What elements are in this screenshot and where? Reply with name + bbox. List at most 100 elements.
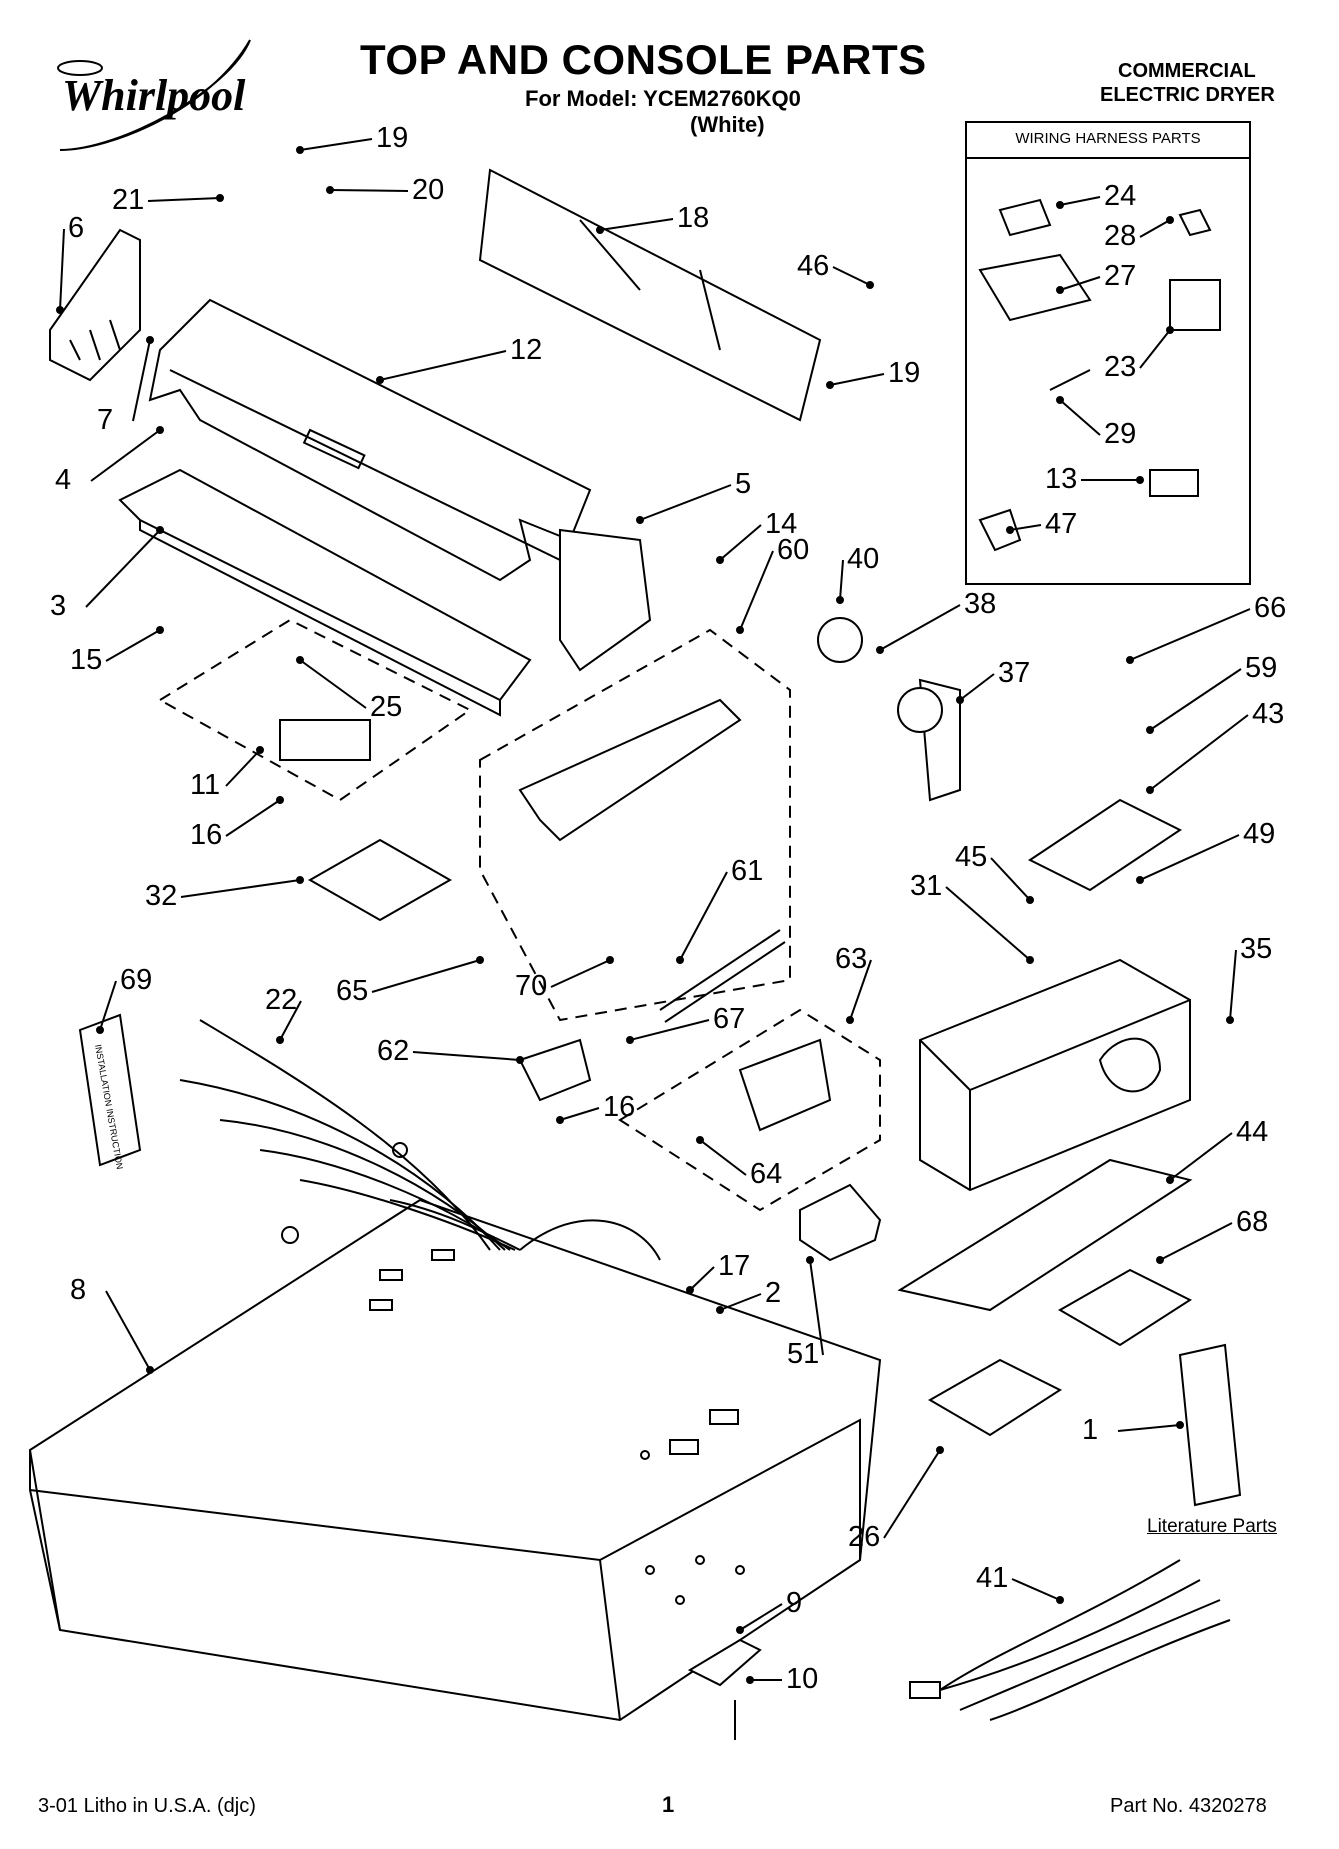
housing-31 [919,958,1191,1192]
callout-c7: 7 [97,404,114,436]
switch-37-coil [897,687,943,733]
print-info: 3-01 Litho in U.S.A. (djc) [38,1795,256,1817]
arrowhead-c68 [1156,1256,1164,1264]
callout-c35: 35 [1240,933,1273,965]
wiring-harness-22 [179,1019,661,1261]
leader-c65 [371,959,481,993]
callout-c3: 3 [50,590,67,622]
callout-c20: 20 [412,174,445,206]
model-color: (White) [690,112,765,137]
arrowhead-c1 [1176,1421,1184,1429]
dashed-box-60 [479,628,791,1022]
leader-c7 [132,339,151,422]
leader-c24 [1059,196,1101,206]
plate-44 [897,1158,1193,1312]
arrowhead-c12 [376,376,384,384]
literature-1 [1178,1343,1242,1507]
arrowhead-c6 [56,306,64,314]
housing-31-face [919,999,1191,1190]
arrowhead-c8 [146,1366,154,1374]
bracket-detail [579,219,721,351]
inset-title: WIRING HARNESS PARTS [1015,130,1201,147]
leader-c45 [990,857,1031,901]
leader-c38 [879,604,961,651]
callout-c17: 17 [718,1250,751,1282]
pcb-board [279,719,371,761]
callout-c46: 46 [797,250,830,282]
top-panel-holes [369,1249,745,1605]
arrowhead-c29 [1056,396,1064,404]
leader-c35 [1229,949,1237,1021]
leader-c49 [1139,834,1240,881]
arrowhead-c24 [1056,201,1064,209]
arrowhead-c20 [326,186,334,194]
leader-c16a [225,799,281,837]
arrowhead-c26 [936,1446,944,1454]
callout-c28: 28 [1104,220,1137,252]
callout-c15: 15 [70,644,103,676]
leader-c26 [883,1449,941,1539]
leader-c43 [1149,714,1249,791]
wiring-harness-41 [909,1559,1231,1721]
arrowhead-c51 [806,1256,814,1264]
page-number: 1 [662,1792,675,1817]
arrowhead-c5 [636,516,644,524]
callout-c62: 62 [377,1035,410,1067]
bracket-43 [1028,798,1182,892]
rod-61 [659,929,786,1023]
arrowhead-c61 [676,956,684,964]
callout-c61: 61 [731,855,764,887]
leader-c64 [699,1139,747,1176]
arrowhead-c44 [1166,1176,1174,1184]
leader-c63 [849,959,872,1021]
callout-c66: 66 [1254,592,1287,624]
callout-c24: 24 [1104,180,1137,212]
leader-c32 [180,879,301,898]
leader-c61 [679,871,728,961]
leader-c2 [719,1293,762,1311]
arrowhead-c7 [146,336,154,344]
callout-c38: 38 [964,588,997,620]
installation-booklet [78,1013,142,1167]
callout-c47: 47 [1045,508,1078,540]
leader-c9 [739,1603,783,1631]
leader-c12 [379,350,507,381]
leader-c67 [629,1019,710,1041]
console-display-window [302,428,366,470]
leader-c11 [225,749,261,787]
leader-c17 [689,1266,715,1291]
callout-c27: 27 [1104,260,1137,292]
callout-c12: 12 [510,334,543,366]
callout-c19b: 19 [888,357,921,389]
console-base [118,468,532,702]
callout-c45: 45 [955,841,988,873]
arrowhead-c13 [1136,476,1144,484]
callout-c51: 51 [787,1338,820,1370]
leader-c28 [1139,219,1171,238]
leader-c47 [1009,524,1042,531]
leader-c21 [147,197,221,202]
callout-c23: 23 [1104,351,1137,383]
callout-c69: 69 [120,964,153,996]
arrowhead-c22 [276,1036,284,1044]
cup-51 [799,1183,882,1262]
timer-assembly [518,698,742,842]
arrowhead-c14 [716,556,724,564]
callout-c59: 59 [1245,652,1278,684]
leader-c70 [550,959,611,988]
arrowhead-c18 [596,226,604,234]
callout-c25: 25 [370,691,403,723]
callout-c4: 4 [55,464,72,496]
callout-c31: 31 [910,870,943,902]
console-panel [148,298,592,582]
arrowhead-c3 [156,526,164,534]
leader-c59 [1149,668,1242,731]
arrowhead-c31 [1026,956,1034,964]
leader-c19b [829,373,885,386]
callout-c19a: 19 [376,122,409,154]
leader-c51 [809,1259,824,1356]
callout-c11: 11 [190,769,221,801]
leader-c8 [105,1290,151,1371]
arrowhead-c28 [1166,216,1174,224]
